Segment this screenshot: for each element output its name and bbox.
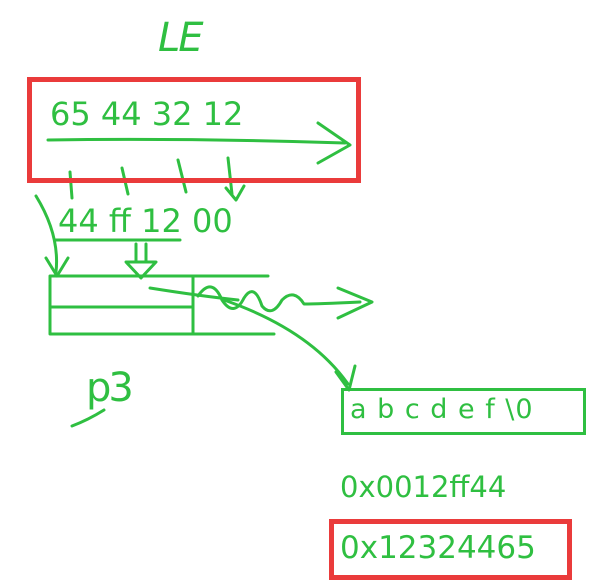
- squiggle-arrow: [196, 285, 362, 313]
- highlight-box-address: [329, 519, 572, 580]
- pointer-label: p3: [86, 365, 134, 411]
- arrow-curve-left: [34, 194, 59, 274]
- highlight-box-bytes: [27, 77, 361, 183]
- arrowhead-to-string: [334, 364, 357, 392]
- tick-arrowhead-4: [224, 184, 246, 202]
- pointer-name: p3: [86, 365, 134, 411]
- down-arrow-stem: [134, 242, 148, 264]
- endian-label: LE: [158, 15, 204, 61]
- bytes-in-memory: 44 ff 12 00: [58, 202, 233, 240]
- tick-stroke-1: [68, 170, 74, 200]
- p3-tail: [70, 408, 106, 428]
- address-2: 0x12324465: [340, 530, 536, 566]
- pointer-cell-left: [48, 274, 195, 336]
- tick-stroke-4: [226, 156, 234, 196]
- string-box: [341, 388, 586, 435]
- pointer-cell-right: [191, 274, 276, 336]
- arrowhead-bytes-right: [316, 121, 352, 165]
- bytes-little-endian: 65 44 32 12: [50, 95, 244, 133]
- down-arrow-head: [124, 260, 158, 280]
- arrow-to-string: [222, 298, 350, 386]
- arrowhead-squiggle: [336, 286, 374, 320]
- string-contents: a b c d e f \0: [350, 394, 534, 425]
- tick-stroke-3: [176, 158, 188, 194]
- address-1: 0x0012ff44: [340, 470, 507, 504]
- arrow-bytes-right: [46, 137, 347, 145]
